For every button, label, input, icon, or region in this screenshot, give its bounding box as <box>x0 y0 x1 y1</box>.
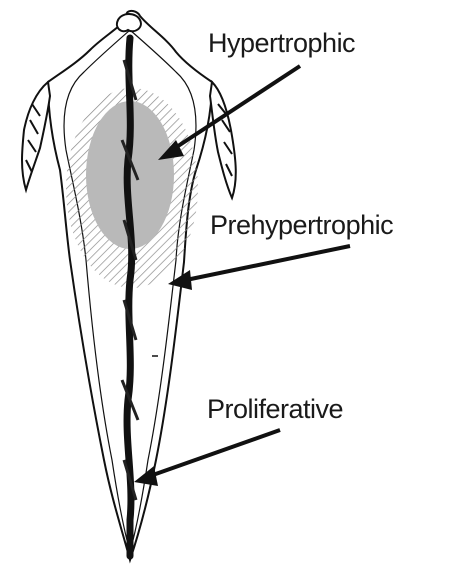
hypertrophic-label: Hypertrophic <box>208 30 355 57</box>
right-flap <box>210 82 236 198</box>
proliferative-label: Proliferative <box>207 396 343 423</box>
top-cap <box>117 14 141 31</box>
arrow-prehypertrophic <box>168 246 350 290</box>
prehypertrophic-label: Prehypertrophic <box>210 212 393 239</box>
left-flap <box>22 82 50 190</box>
